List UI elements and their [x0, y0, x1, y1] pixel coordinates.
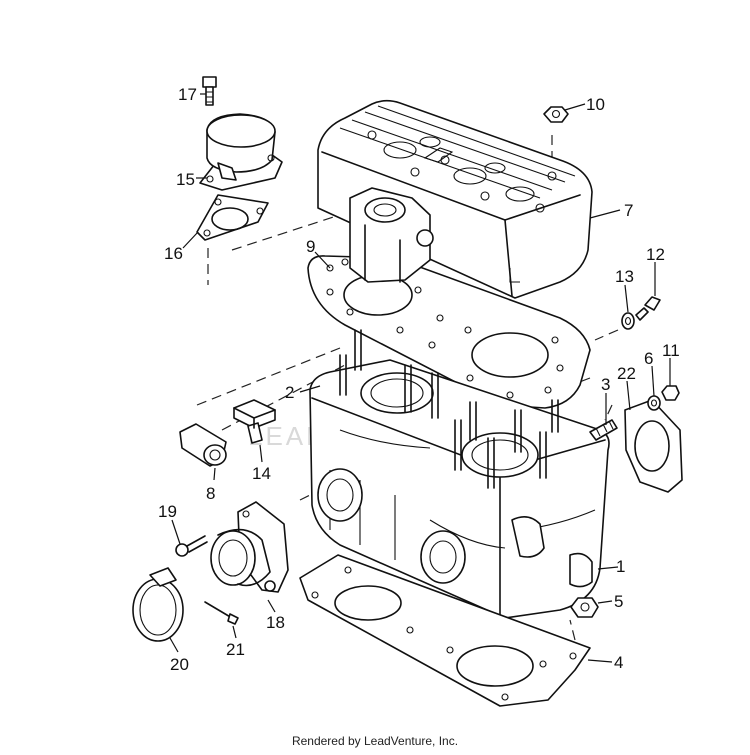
part-9-head-gasket [307, 255, 591, 409]
part-5-nut [570, 597, 599, 618]
callout-5: 5 [614, 592, 623, 611]
callout-7: 7 [624, 201, 633, 220]
callout-22: 22 [617, 364, 636, 383]
part-6-washer [647, 395, 661, 411]
part-8-fitting [179, 423, 227, 467]
callout-labels: 17 10 15 7 9 16 12 13 11 6 22 3 2 14 8 1… [158, 85, 680, 674]
part-20-clamp [132, 567, 184, 642]
callout-16: 16 [164, 244, 183, 263]
part-18-intake-boot [210, 501, 289, 593]
callout-21: 21 [226, 640, 245, 659]
callout-11: 11 [662, 341, 680, 360]
callout-3: 3 [601, 375, 610, 394]
part-3-stud [589, 419, 618, 441]
leader-lines [169, 93, 671, 663]
callout-4: 4 [614, 653, 623, 672]
callout-14: 14 [252, 464, 271, 483]
callout-13: 13 [615, 267, 634, 286]
part-22-gasket [624, 399, 683, 493]
part-14-sensor [233, 399, 276, 444]
callout-18: 18 [266, 613, 285, 632]
callout-1: 1 [616, 557, 625, 576]
part-15-thermostat-housing [199, 113, 283, 191]
part-16-gasket [196, 194, 269, 241]
part-13-washer [621, 312, 635, 330]
callout-10: 10 [586, 95, 605, 114]
part-19-screw [175, 535, 208, 557]
part-7-cylinder-head [317, 99, 593, 299]
callout-9: 9 [306, 237, 315, 256]
part-10-nut [543, 106, 569, 123]
callout-8: 8 [206, 484, 215, 503]
callout-15: 15 [176, 170, 195, 189]
callout-17: 17 [178, 85, 197, 104]
part-21-screw [204, 601, 239, 625]
part-outlet-manifold [349, 187, 434, 283]
part-1-cylinder-block [309, 329, 610, 619]
callout-19: 19 [158, 502, 177, 521]
rendered-by-footer: Rendered by LeadVenture, Inc. [291, 734, 459, 748]
part-12-bolt [635, 296, 661, 321]
part-17-bolt [202, 76, 217, 106]
part-11-nut [661, 385, 680, 401]
callout-2: 2 [285, 383, 294, 402]
callout-12: 12 [646, 245, 665, 264]
callout-20: 20 [170, 655, 189, 674]
callout-6: 6 [644, 349, 653, 368]
part-4-base-gasket [299, 554, 591, 707]
